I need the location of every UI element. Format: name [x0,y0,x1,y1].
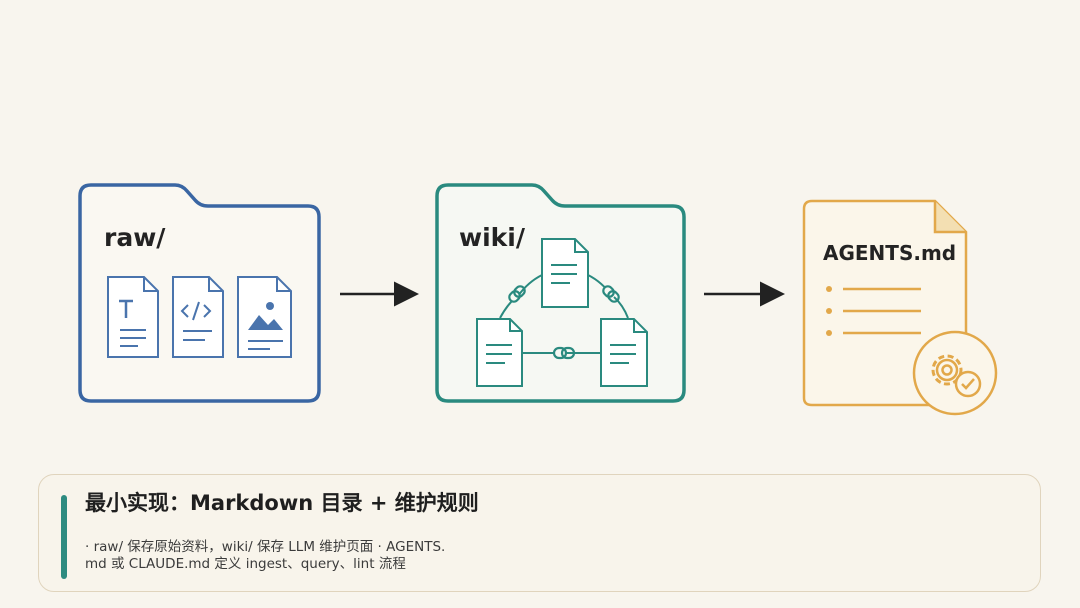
linked-page-icon [541,238,589,308]
chain-link-icon [508,285,526,303]
code-file-icon [172,276,224,358]
gear-check-icon [912,330,998,416]
checklist [826,286,921,336]
agents-document: AGENTS.md [802,199,998,416]
summary-panel: 最小实现：Markdown 目录 + 维护规则 · raw/ 保存原始资料，wi… [38,474,1041,592]
agents-document-label: AGENTS.md [823,241,956,265]
linked-page-icon [600,318,648,387]
chain-link-icon [602,285,620,303]
wiki-folder-label: wiki/ [459,223,526,252]
raw-folder-label: raw/ [104,223,166,252]
summary-title: 最小实现：Markdown 目录 + 维护规则 [85,491,479,515]
text-file-icon [107,276,159,358]
chain-link-icon [552,346,576,360]
linked-page-icon [476,318,523,387]
image-file-icon [237,276,292,358]
wiki-folder: wiki/ [435,183,686,403]
summary-body: · raw/ 保存原始资料，wiki/ 保存 LLM 维护页面 · AGENTS… [85,539,446,572]
accent-bar [61,495,67,579]
raw-folder: raw/ [78,183,321,403]
